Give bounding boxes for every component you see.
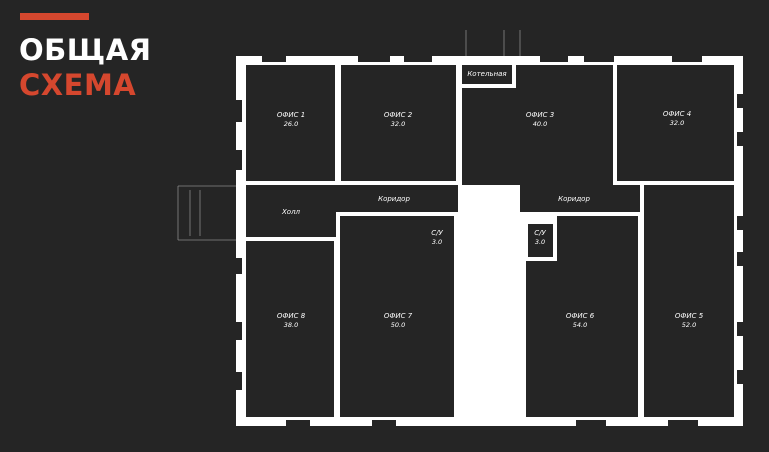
office-6-area: 54.0: [573, 321, 587, 329]
page-title-line2: СХЕМА: [19, 68, 137, 102]
room-hall: [246, 185, 336, 237]
office-7-label: ОФИС 7 50.0: [384, 312, 413, 329]
wc-right-name: С/У: [534, 229, 546, 237]
office-8-area: 38.0: [284, 321, 298, 329]
office-6-label: ОФИС 6 54.0: [566, 312, 595, 329]
room-office-6: [526, 261, 638, 417]
office-7-name: ОФИС 7: [384, 312, 413, 320]
office-3-name: ОФИС 3: [526, 111, 554, 119]
stairwell: [458, 212, 520, 417]
office-1-area: 26.0: [284, 120, 298, 128]
office-6-name: ОФИС 6: [566, 312, 595, 320]
office-8-label: ОФИС 8 38.0: [277, 312, 306, 329]
office-2-area: 32.0: [391, 120, 405, 128]
office-7-area: 50.0: [391, 321, 405, 329]
office-8-name: ОФИС 8: [277, 312, 306, 320]
room-office-7-low: [340, 261, 454, 417]
wc-left-label: С/У 3.0: [431, 229, 443, 246]
room-office-3-top: [516, 65, 613, 88]
office-3-area: 40.0: [533, 120, 547, 128]
entrance-porch: [177, 185, 236, 241]
corridor-right-fill: [520, 185, 638, 212]
accent-bar: [20, 13, 89, 20]
room-office-6-top: [557, 216, 638, 261]
room-wc-right: [528, 224, 553, 257]
windows: [236, 56, 743, 426]
corridor-right-label: Коридор: [558, 195, 590, 203]
room-office-5: [644, 185, 734, 417]
room-office-3: [462, 88, 613, 185]
wc-right-area: 3.0: [535, 238, 545, 246]
boiler-vent: [465, 30, 521, 56]
wc-left-name: С/У: [431, 229, 443, 237]
room-office-1: [246, 65, 335, 181]
boiler-room-label: Котельная: [467, 70, 506, 78]
office-5-name: ОФИС 5: [675, 312, 704, 320]
room-office-8: [246, 241, 334, 417]
page-title-line1: ОБЩАЯ: [19, 33, 152, 67]
wc-right-label: С/У 3.0: [534, 229, 546, 246]
room-boiler: [462, 65, 512, 84]
room-office-2: [341, 65, 456, 181]
office-2-label: ОФИС 2 32.0: [384, 111, 413, 128]
corridor-left-label: Коридор: [378, 195, 410, 203]
office-4-label: ОФИС 4 32.0: [663, 110, 691, 127]
office-5-label: ОФИС 5 52.0: [675, 312, 704, 329]
office-4-area: 32.0: [670, 119, 684, 127]
hall-label: Холл: [281, 208, 301, 216]
wc-left-area: 3.0: [432, 238, 442, 246]
office-4-name: ОФИС 4: [663, 110, 691, 118]
office-1-label: ОФИС 1 26.0: [277, 111, 305, 128]
office-5-area: 52.0: [682, 321, 696, 329]
office-3-label: ОФИС 3 40.0: [526, 111, 554, 128]
office-2-name: ОФИС 2: [384, 111, 413, 119]
office-1-name: ОФИС 1: [277, 111, 305, 119]
room-office-4: [617, 65, 734, 181]
corridor-left-fill: [336, 185, 456, 212]
